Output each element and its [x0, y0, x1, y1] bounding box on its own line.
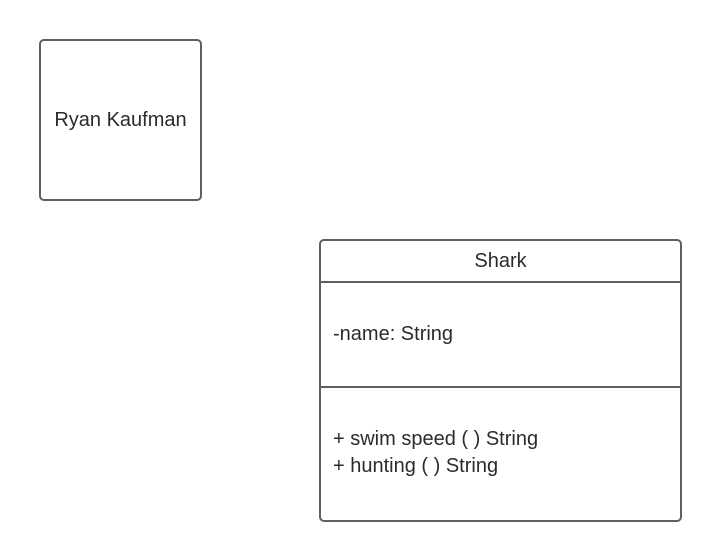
class-name: Shark	[474, 249, 527, 272]
attributes-compartment: -name: String	[321, 283, 680, 388]
method-item: + hunting ( ) String	[333, 455, 499, 477]
method-item: + swim speed ( ) String	[333, 428, 539, 450]
attribute-item: -name: String	[333, 323, 454, 345]
methods-compartment: + swim speed ( ) String + hunting ( ) St…	[321, 388, 680, 520]
note-text: Ryan Kaufman	[54, 108, 187, 131]
uml-class-shark[interactable]: Shark -name: String + swim speed ( ) Str…	[319, 239, 682, 522]
name-note-box[interactable]: Ryan Kaufman	[39, 39, 202, 201]
class-name-compartment: Shark	[321, 241, 680, 283]
